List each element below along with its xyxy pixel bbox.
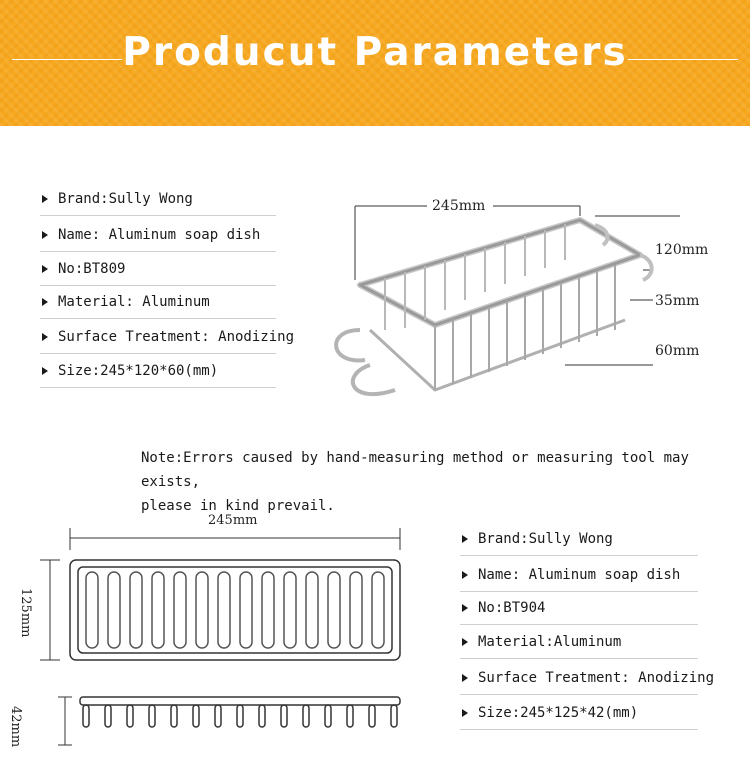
spec-text: No:BT809 [58, 260, 126, 277]
header-banner: Producut Parameters [0, 0, 750, 126]
spec-text: Surface Treatment: Anodizing [478, 669, 715, 686]
bullet-icon [42, 297, 48, 306]
bullet-icon [42, 366, 48, 375]
bullet-icon [42, 194, 48, 203]
basket-side-view [79, 696, 401, 728]
banner-divider-right [628, 59, 738, 60]
spec-surface-2: Surface Treatment: Anodizing [460, 661, 714, 695]
dim-depth-label: 120mm [655, 242, 708, 258]
spec-brand-2: Brand:Sully Wong [460, 522, 698, 556]
spec-text: Brand:Sully Wong [478, 530, 613, 547]
spec-text: Surface Treatment: Anodizing [58, 328, 295, 345]
spec-text: Material:Aluminum [478, 633, 622, 650]
dim-width-label-2: 245mm [208, 513, 257, 528]
page-title: Producut Parameters [122, 30, 628, 75]
spec-text: Size:245*120*60(mm) [58, 362, 219, 379]
spec-material: Material: Aluminum [40, 285, 276, 319]
bullet-icon [462, 673, 468, 682]
spec-text: Size:245*125*42(mm) [478, 704, 639, 721]
spec-text: Name: Aluminum soap dish [58, 226, 261, 243]
spec-material-2: Material:Aluminum [460, 625, 698, 659]
spec-size: Size:245*120*60(mm) [40, 354, 276, 388]
product-1-diagram: 245mm 120mm 35mm 60mm [334, 198, 708, 397]
bullet-icon [462, 603, 468, 612]
basket-3d-drawing [334, 217, 654, 397]
spec-text: Brand:Sully Wong [58, 190, 193, 207]
spec-text: Material: Aluminum [58, 293, 210, 310]
product-2-diagram: 245mm 125mm 42mm [8, 513, 401, 747]
basket-top-view [69, 559, 401, 661]
spec-model-2: No:BT904 [460, 591, 698, 625]
spec-size-2: Size:245*125*42(mm) [460, 696, 698, 730]
measurement-note: Note:Errors caused by hand-measuring met… [141, 446, 741, 518]
dim-width-label: 245mm [432, 198, 485, 214]
bullet-icon [42, 230, 48, 239]
dim-mid-label: 35mm [655, 293, 699, 309]
bullet-icon [462, 708, 468, 717]
spec-name: Name: Aluminum soap dish [40, 218, 276, 252]
spec-brand: Brand:Sully Wong [40, 182, 276, 216]
bullet-icon [462, 570, 468, 579]
dim-height-label: 60mm [655, 343, 699, 359]
dim-height-label-2: 42mm [8, 706, 23, 747]
note-line-2: please in kind prevail. [141, 498, 335, 514]
spec-text: Name: Aluminum soap dish [478, 566, 681, 583]
bullet-icon [462, 534, 468, 543]
bullet-icon [42, 332, 48, 341]
spec-model: No:BT809 [40, 252, 276, 286]
bullet-icon [462, 637, 468, 646]
note-line-1: Note:Errors caused by hand-measuring met… [141, 450, 689, 490]
spec-name-2: Name: Aluminum soap dish [460, 558, 698, 592]
spec-surface: Surface Treatment: Anodizing [40, 320, 294, 354]
banner-divider-left [12, 59, 122, 60]
dim-depth-label-2: 125mm [18, 588, 33, 637]
bullet-icon [42, 264, 48, 273]
spec-text: No:BT904 [478, 599, 546, 616]
